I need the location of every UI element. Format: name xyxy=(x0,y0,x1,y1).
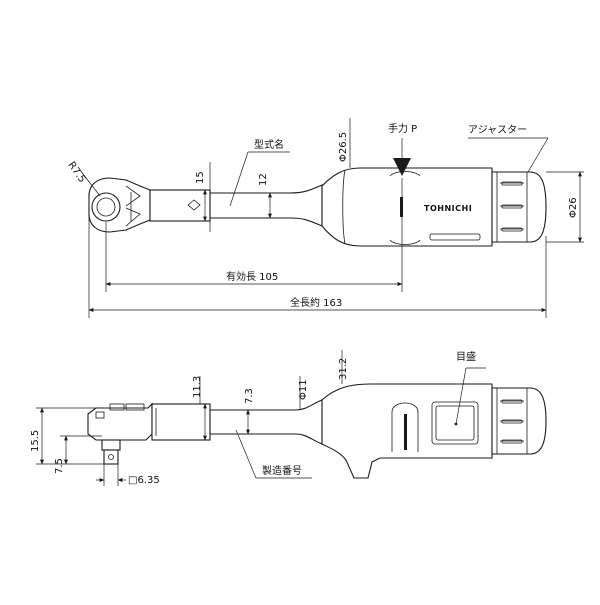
total-length-label: 全長約 163 xyxy=(290,296,342,309)
dim-7-5: 7.5 xyxy=(54,458,65,474)
side-head xyxy=(87,402,153,465)
top-head xyxy=(88,177,151,233)
dim-7-3: 7.3 xyxy=(244,388,255,404)
dim-31-2: 31.2 xyxy=(338,358,349,380)
side-view: 目盛 15.5 7.5 □6.35 11.3 7.3 xyxy=(30,350,547,486)
top-shaft xyxy=(209,184,323,227)
brand-label: TOHNICHI xyxy=(424,204,472,213)
dim-r7-5: R7.5 xyxy=(65,160,87,185)
dim-phi-11: Φ11 xyxy=(298,379,309,400)
side-body xyxy=(151,403,211,441)
dim-phi-26-5: Φ26.5 xyxy=(338,132,349,162)
dim-15-5: 15.5 xyxy=(30,430,41,452)
dim-11-3: 11.3 xyxy=(192,376,203,398)
dim-12: 12 xyxy=(258,173,269,186)
serial-number-label: 製造番号 xyxy=(262,464,302,477)
dim-square-drive: □6.35 xyxy=(128,475,160,486)
top-adjuster xyxy=(491,171,547,243)
model-name-label: 型式名 xyxy=(254,138,284,151)
adjuster-label: アジャスター xyxy=(468,124,527,136)
hand-force-label: 手力 P xyxy=(388,122,417,135)
effective-length-label: 有効長 105 xyxy=(226,270,278,283)
dim-15: 15 xyxy=(195,171,206,184)
top-body xyxy=(149,189,211,222)
scale-label: 目盛 xyxy=(456,350,476,363)
top-grip xyxy=(321,167,493,247)
top-view: TOHNICHI 手力 P アジャスター 型式名 R7.5 15 12 xyxy=(65,118,584,318)
side-shaft xyxy=(209,399,323,445)
dim-phi-26: Φ26 xyxy=(568,197,579,218)
